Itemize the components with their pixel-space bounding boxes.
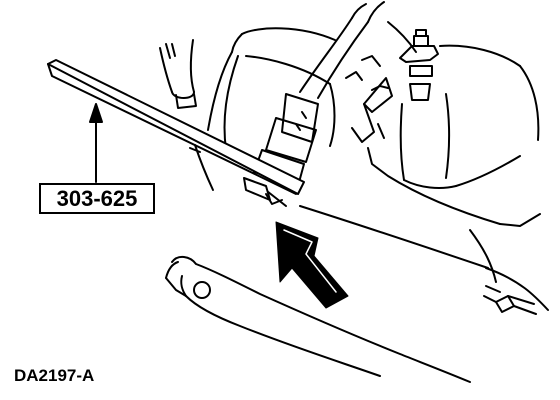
tool-303-625 <box>47 59 305 205</box>
direction-arrow <box>275 221 349 309</box>
wrench-outline <box>165 256 471 383</box>
upper-hose-bracket <box>159 39 197 109</box>
tool-number-label: 303-625 <box>39 183 155 214</box>
lower-hose-end <box>483 285 537 315</box>
reservoir-and-studs <box>345 29 541 227</box>
figure-id-label: DA2197-A <box>14 366 95 385</box>
engine-block-outline <box>194 27 549 311</box>
wire-harness <box>299 1 417 99</box>
label-leader-arrow <box>89 103 103 183</box>
filter-housing <box>223 55 336 151</box>
